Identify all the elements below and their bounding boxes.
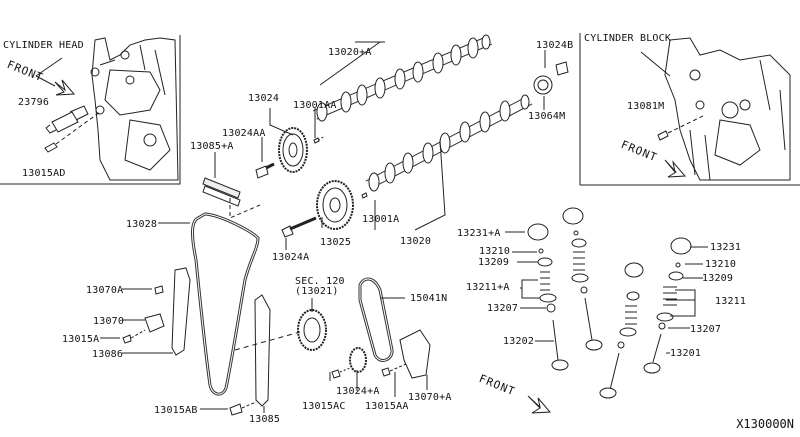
part-label-13070A[interactable]: 13070A — [86, 285, 124, 296]
part-label-13210-intake[interactable]: 13210 — [479, 246, 511, 257]
sprocket-exhaust — [317, 181, 353, 229]
part-label-13070-plus-A[interactable]: 13070+A — [408, 392, 452, 403]
valve-group-third — [600, 263, 643, 398]
oil-pump-chain — [360, 279, 392, 360]
part-label-13211[interactable]: 13211 — [715, 296, 747, 307]
inset-frame-cylinder-block — [580, 33, 800, 185]
part-23796 — [46, 106, 88, 133]
part-label-13015AB[interactable]: 13015AB — [154, 405, 198, 416]
part-label-13086[interactable]: 13086 — [92, 349, 124, 360]
cylinder-block-sketch — [665, 38, 790, 180]
crank-ref-line2[interactable]: (13021) — [295, 286, 339, 297]
part-label-13207-intake[interactable]: 13207 — [487, 303, 519, 314]
part-label-13202[interactable]: 13202 — [503, 336, 535, 347]
part-label-13001A[interactable]: 13001A — [362, 214, 400, 225]
part-label-13020-plus-A[interactable]: 13020+A — [328, 47, 372, 58]
diagram-code: X130000N — [736, 417, 794, 431]
camshaft-exhaust — [368, 95, 530, 191]
part-label-13081M[interactable]: 13081M — [627, 101, 665, 112]
part-label-13201[interactable]: 13201 — [670, 348, 702, 359]
crank-ref-line1: SEC. 120 — [295, 276, 345, 287]
part-label-13231[interactable]: 13231 — [710, 242, 742, 253]
part-label-13015A[interactable]: 13015A — [62, 334, 100, 345]
part-label-13024[interactable]: 13024 — [248, 93, 280, 104]
part-label-13015AC[interactable]: 13015AC — [302, 401, 346, 412]
part-label-13070[interactable]: 13070 — [93, 316, 125, 327]
sprocket-intake — [279, 128, 307, 172]
part-label-13209-exhaust[interactable]: 13209 — [702, 273, 734, 284]
part-label-13001AA[interactable]: 13001AA — [293, 100, 337, 111]
part-label-13209-intake[interactable]: 13209 — [478, 257, 510, 268]
part-label-23796[interactable]: 23796 — [18, 97, 50, 108]
part-label-15041N[interactable]: 15041N — [410, 293, 448, 304]
part-label-13207-exhaust[interactable]: 13207 — [690, 324, 722, 335]
part-label-13015AD[interactable]: 13015AD — [22, 168, 66, 179]
part-label-13064M[interactable]: 13064M — [528, 111, 566, 122]
part-label-13231-plus-A[interactable]: 13231+A — [457, 228, 501, 239]
part-label-13024-plus-A[interactable]: 13024+A — [336, 386, 380, 397]
crank-sprocket — [298, 310, 326, 350]
valve-group-middle — [563, 208, 602, 350]
part-label-13024A[interactable]: 13024A — [272, 252, 310, 263]
cylinder-head-sketch — [91, 38, 178, 180]
part-label-13024B[interactable]: 13024B — [536, 40, 574, 51]
part-label-13085[interactable]: 13085 — [249, 414, 281, 425]
camshaft-intake — [315, 35, 490, 121]
part-label-13028[interactable]: 13028 — [126, 219, 158, 230]
part-label-13211-plus-A[interactable]: 13211+A — [466, 282, 510, 293]
valve-group-intake — [528, 224, 568, 370]
label-cylinder-block: CYLINDER BLOCK — [584, 33, 672, 44]
part-label-13015AA[interactable]: 13015AA — [365, 401, 409, 412]
label-cylinder-head: CYLINDER HEAD — [3, 40, 84, 51]
part-label-13025[interactable]: 13025 — [320, 237, 352, 248]
part-label-13085-plus-A[interactable]: 13085+A — [190, 141, 234, 152]
valve-group-exhaust — [644, 238, 691, 373]
inset-frame-cylinder-head — [0, 35, 180, 184]
part-label-13210-exhaust[interactable]: 13210 — [705, 259, 737, 270]
timing-chain-13028 — [193, 214, 259, 394]
part-label-13024AA[interactable]: 13024AA — [222, 128, 266, 139]
part-label-13020[interactable]: 13020 — [400, 236, 432, 247]
